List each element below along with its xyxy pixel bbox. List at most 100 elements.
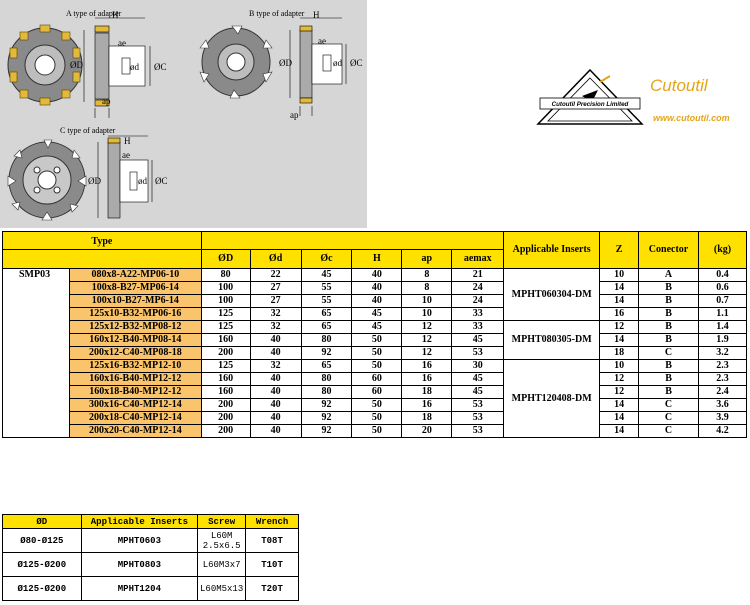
cutter-c-front-view — [7, 139, 87, 221]
h-cell: 40 — [351, 294, 403, 308]
dim-ae-c: ae — [122, 150, 130, 160]
d-cell: 22 — [249, 268, 302, 282]
aemax-cell: 30 — [451, 359, 505, 373]
h-cell: 40 — [351, 268, 403, 282]
aemax-cell: 24 — [451, 294, 505, 308]
header-type-spacer — [2, 249, 202, 269]
connector-cell: B — [638, 385, 699, 399]
brand-url[interactable]: www.cutoutil.com — [653, 113, 730, 123]
od-cell: 160 — [200, 333, 251, 347]
series-cell — [2, 346, 70, 360]
c-cell: 92 — [300, 411, 353, 425]
aemax-cell: 24 — [451, 281, 505, 295]
connector-cell: B — [638, 307, 699, 321]
dim-c-c: ØC — [155, 176, 168, 186]
aemax-cell: 45 — [451, 372, 505, 386]
series-cell — [2, 307, 70, 321]
dim-h-a: H — [112, 10, 119, 20]
weight-cell: 0.4 — [698, 268, 747, 282]
screw-line-1: L60M5x13 — [200, 583, 244, 594]
ap-cell: 8 — [401, 268, 453, 282]
connector-cell: C — [638, 398, 699, 412]
acc-od-cell: Ø80-Ø125 — [2, 528, 82, 553]
type-code-cell: 080x8-A22-MP06-10 — [68, 268, 202, 282]
z-cell: 10 — [599, 359, 640, 373]
d-cell: 40 — [249, 333, 302, 347]
weight-cell: 3.2 — [698, 346, 747, 360]
brand-name: Cutoutil — [650, 76, 708, 95]
od-cell: 200 — [200, 424, 251, 438]
dim-od-b: ØD — [279, 58, 292, 68]
c-cell: 92 — [300, 346, 353, 360]
h-cell: 45 — [351, 307, 403, 321]
z-cell: 14 — [599, 411, 640, 425]
series-cell — [2, 424, 70, 438]
aemax-cell: 21 — [451, 268, 505, 282]
z-cell: 14 — [599, 333, 640, 347]
dim-d-c: ød — [138, 176, 147, 186]
acc-wrench-cell: T10T — [245, 552, 299, 577]
header-ap: ap — [401, 249, 453, 269]
ap-cell: 10 — [401, 294, 453, 308]
company-logo: Cutoutil Precision Limited — [536, 68, 644, 125]
type-code-cell: 160x18-B40-MP12-12 — [68, 385, 202, 399]
c-cell: 80 — [300, 372, 353, 386]
od-cell: 160 — [200, 372, 251, 386]
ap-cell: 10 — [401, 307, 453, 321]
series-cell — [2, 385, 70, 399]
c-cell: 65 — [300, 320, 353, 334]
type-code-cell: 300x16-C40-MP12-14 — [68, 398, 202, 412]
h-cell: 40 — [351, 281, 403, 295]
dim-ae-a: ae — [118, 38, 126, 48]
od-cell: 100 — [200, 281, 251, 295]
weight-cell: 1.9 — [698, 333, 747, 347]
acc-insert-cell: MPHT0803 — [80, 552, 199, 577]
header-applicable-inserts: Applicable Inserts — [503, 231, 601, 269]
ap-cell: 20 — [401, 424, 453, 438]
header-weight: (kg) — [698, 231, 747, 269]
dim-ae-b: ae — [318, 36, 326, 46]
od-cell: 200 — [200, 398, 251, 412]
z-cell: 12 — [599, 385, 640, 399]
dim-ap-b: ap — [290, 110, 299, 120]
d-cell: 40 — [249, 385, 302, 399]
type-code-cell: 160x16-B40-MP12-12 — [68, 372, 202, 386]
type-code-cell: 100x10-B27-MP6-14 — [68, 294, 202, 308]
d-cell: 40 — [249, 372, 302, 386]
d-cell: 27 — [249, 281, 302, 295]
connector-cell: B — [638, 294, 699, 308]
connector-cell: C — [638, 346, 699, 360]
aemax-cell: 33 — [451, 320, 505, 334]
screw-line-2: 2.5x6.5 — [202, 540, 241, 551]
screw-line-1: L60M3x7 — [202, 559, 241, 570]
cutter-a-side-view — [83, 17, 151, 118]
screw-line-1: L60M — [210, 530, 233, 541]
weight-cell: 2.4 — [698, 385, 747, 399]
series-cell — [2, 372, 70, 386]
header-connector: Conector — [638, 231, 699, 269]
weight-cell: 3.6 — [698, 398, 747, 412]
dim-od-c: ØD — [88, 176, 101, 186]
series-cell — [2, 359, 70, 373]
c-cell: 65 — [300, 307, 353, 321]
ap-cell: 12 — [401, 320, 453, 334]
c-cell: 45 — [300, 268, 353, 282]
ap-cell: 12 — [401, 346, 453, 360]
header-od: ØD — [200, 249, 251, 269]
cutter-c-side-view — [97, 135, 153, 219]
d-cell: 32 — [249, 359, 302, 373]
ap-cell: 18 — [401, 385, 453, 399]
c-cell: 80 — [300, 385, 353, 399]
c-cell: 65 — [300, 359, 353, 373]
weight-cell: 4.2 — [698, 424, 747, 438]
ap-cell: 16 — [401, 398, 453, 412]
aemax-cell: 33 — [451, 307, 505, 321]
weight-cell: 2.3 — [698, 359, 747, 373]
c-cell: 92 — [300, 398, 353, 412]
header-type: Type — [2, 231, 202, 250]
